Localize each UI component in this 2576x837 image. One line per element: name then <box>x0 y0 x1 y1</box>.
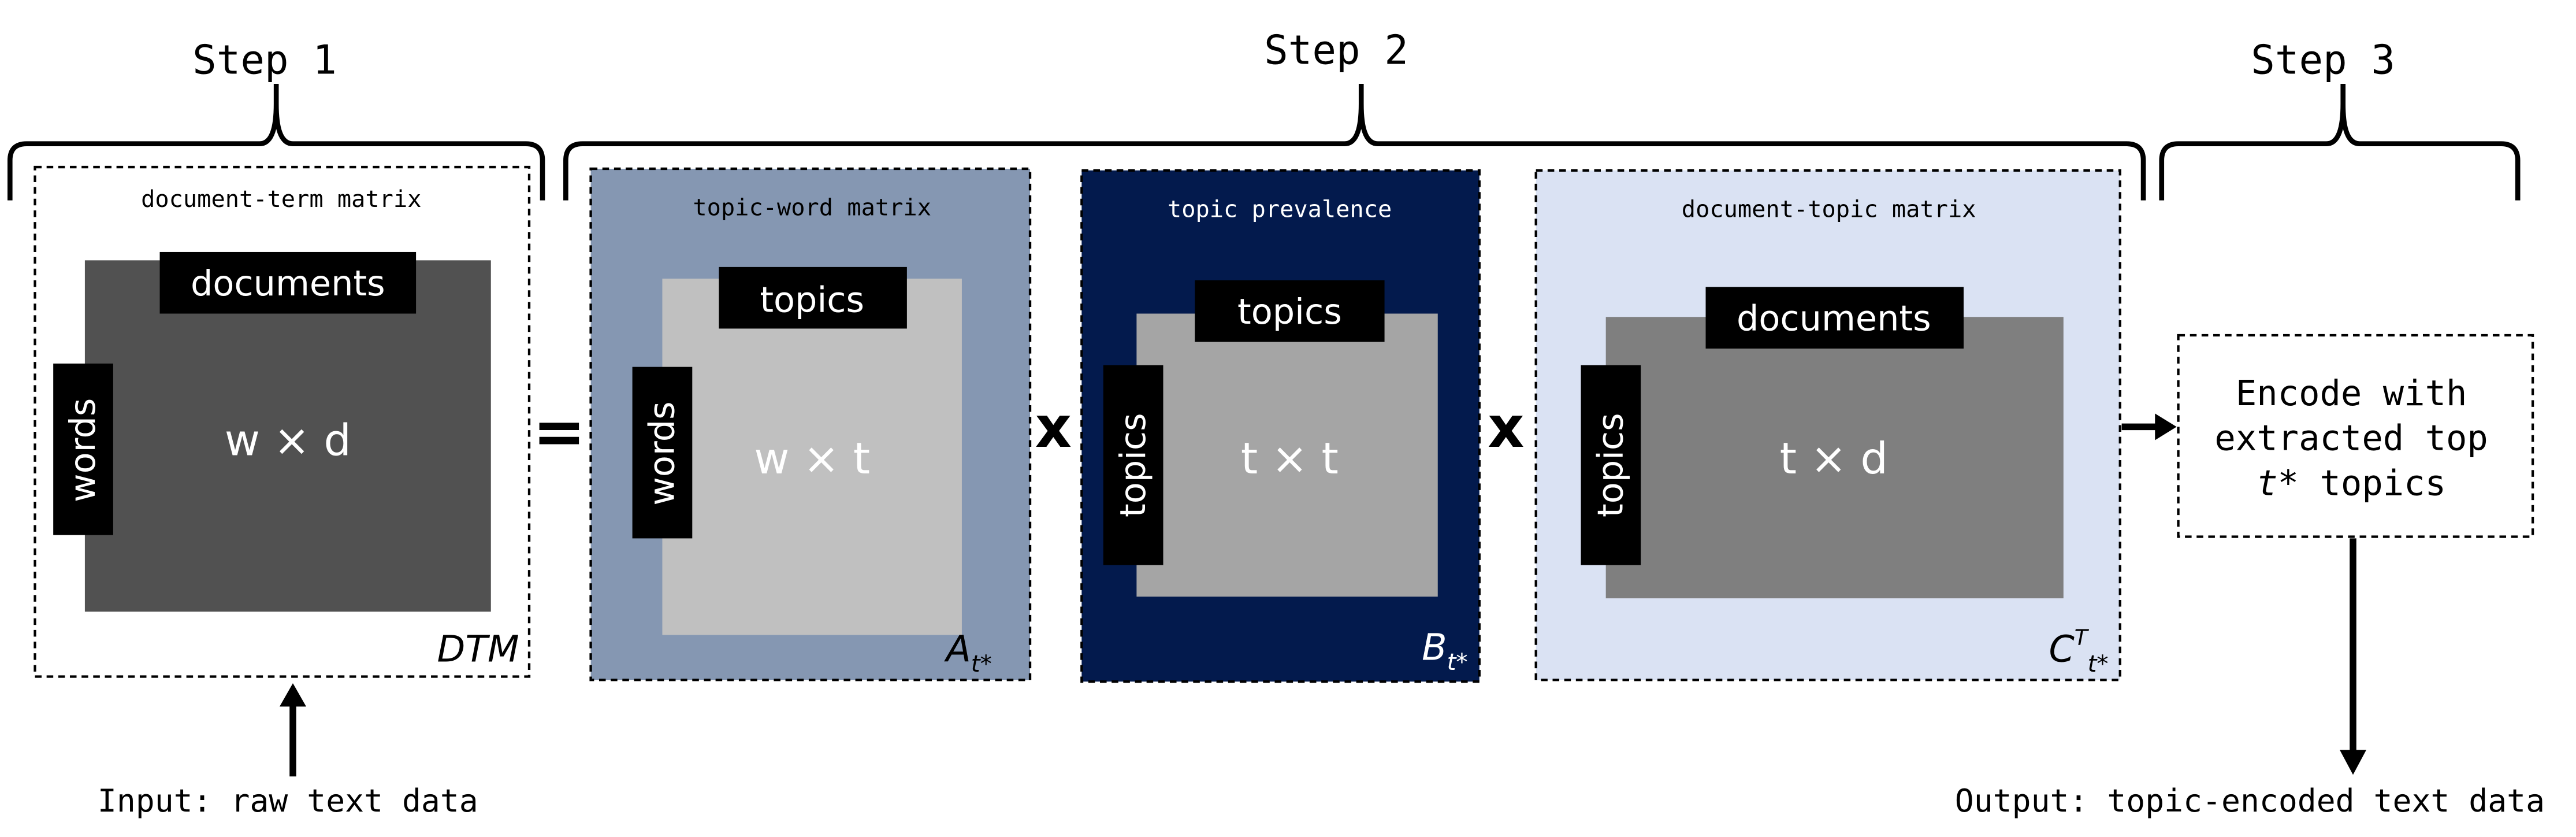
encode-frame <box>2177 334 2534 538</box>
step3-brace <box>2159 84 2521 201</box>
c-inner-matrix <box>1605 317 2064 599</box>
a-matrix-panel: topic-word matrix topics words w × t At* <box>589 167 1032 682</box>
c-corner-label: CTt* <box>2049 625 2108 677</box>
encode-rest: topics <box>2299 464 2446 504</box>
c-corner-sup: T <box>2075 625 2090 650</box>
step3-label: Step 3 <box>2251 38 2395 84</box>
dtm-panel: document-term matrix documents words w ×… <box>34 165 531 678</box>
dtm-side-label-box <box>53 363 113 535</box>
encode-box: Encode with extracted top t* topics <box>2177 334 2534 538</box>
c-top-label: documents <box>1737 298 1931 339</box>
a-side-label-box <box>632 366 693 539</box>
b-matrix-panel: topic prevalence topics topics t × t Bt* <box>1080 169 1481 683</box>
dtm-side-label: words <box>63 398 103 502</box>
c-title: document-topic matrix <box>1682 195 1976 223</box>
step1-brace <box>7 84 545 201</box>
encode-line-3: t* topics <box>2257 464 2446 504</box>
input-label: Input: raw text data <box>98 782 478 819</box>
b-side-label: topics <box>1113 413 1154 517</box>
b-top-label: topics <box>1237 292 1342 332</box>
c-center-dims: t × d <box>1780 433 1888 484</box>
a-top-label-box <box>719 266 907 329</box>
multiply-sign-1: x <box>1035 395 1072 461</box>
c-side-label-box <box>1581 365 1641 565</box>
a-inner-matrix <box>662 279 962 635</box>
dtm-inner-matrix <box>84 260 491 612</box>
input-arrow-head <box>279 683 307 707</box>
b-corner-label: Bt* <box>1422 626 1467 676</box>
b-inner-matrix <box>1136 313 1438 597</box>
step2-label: Step 2 <box>1264 27 1408 73</box>
dtm-title: document-term matrix <box>141 186 421 213</box>
b-side-label-box <box>1103 365 1164 565</box>
a-corner-sub: t* <box>971 650 992 677</box>
equals-sign: = <box>533 394 586 468</box>
a-top-label: topics <box>760 280 864 321</box>
encode-var: t* <box>2257 464 2299 504</box>
encode-line-2: extracted top <box>2214 418 2488 459</box>
dtm-corner-label: DTM <box>437 628 519 671</box>
dtm-center-dims: w × d <box>225 414 351 465</box>
a-center-dims: w × t <box>754 433 870 484</box>
arrow-to-encode-head <box>2155 413 2177 440</box>
a-title: topic-word matrix <box>693 194 931 221</box>
dtm-top-label: documents <box>191 264 385 304</box>
multiply-sign-2: x <box>1488 395 1524 461</box>
b-top-label-box <box>1195 280 1385 342</box>
c-matrix-panel: document-topic matrix documents topics t… <box>1534 169 2121 682</box>
c-side-label: topics <box>1590 413 1631 517</box>
b-center-dims: t × t <box>1241 433 1339 484</box>
output-arrow-head <box>2339 750 2367 775</box>
encode-line-1: Encode with <box>2236 373 2467 414</box>
b-corner-sub: t* <box>1447 649 1468 676</box>
dtm-top-label-box <box>159 251 417 314</box>
step2-brace <box>563 84 2146 201</box>
b-title: topic prevalence <box>1168 195 1392 223</box>
output-label: Output: topic-encoded text data <box>1955 782 2545 819</box>
step1-label: Step 1 <box>192 38 337 84</box>
c-corner-sub: t* <box>2088 650 2109 677</box>
a-corner-label: At* <box>943 628 991 677</box>
c-top-label-box <box>1705 287 1964 349</box>
a-side-label: words <box>642 401 683 505</box>
